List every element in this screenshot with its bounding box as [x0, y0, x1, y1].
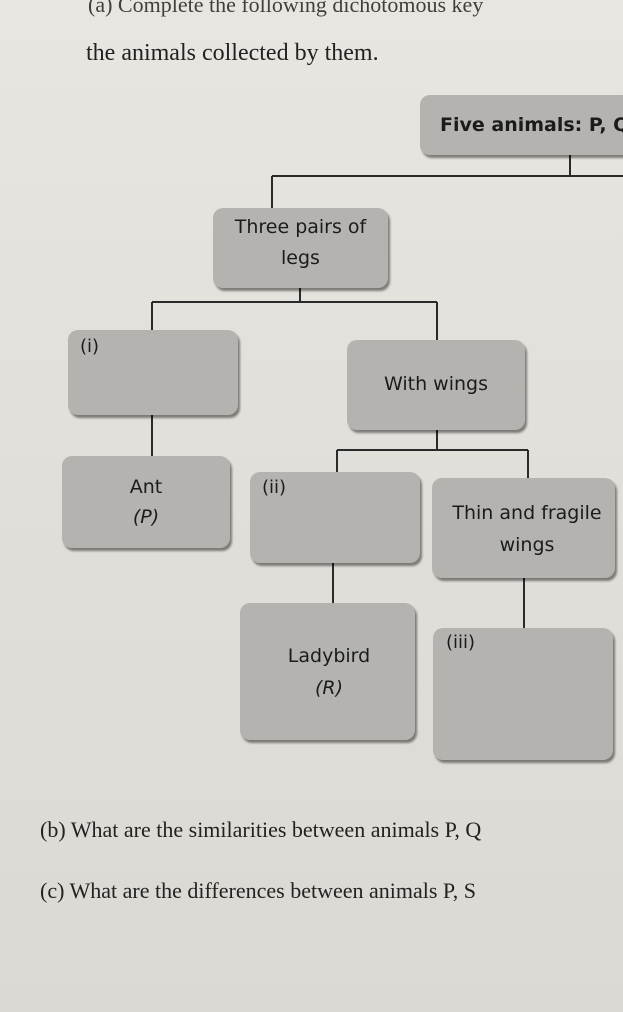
- key-root-text: Five animals: P, Q: [440, 114, 623, 136]
- key-blank-i-label: (i): [80, 336, 100, 357]
- key-blank-iii-label: (iii): [446, 632, 476, 653]
- key-blank-ii-label: (ii): [262, 477, 287, 498]
- key-wings-box: [347, 340, 525, 430]
- key-thin-wings-text-2: wings: [499, 534, 555, 556]
- key-ant-code: (P): [132, 506, 160, 528]
- key-root-box: [420, 95, 623, 155]
- key-wings-text: With wings: [384, 373, 488, 395]
- question-a-line1: (a) Complete the following dichotomous k…: [88, 0, 484, 17]
- key-blank-i-box[interactable]: [68, 330, 238, 415]
- key-ladybird-box: [240, 603, 415, 740]
- key-thin-wings-text-1: Thin and fragile: [452, 502, 602, 524]
- key-ant-text: Ant: [129, 476, 163, 498]
- key-ant-box: [62, 456, 230, 548]
- key-blank-ii-box[interactable]: [250, 472, 420, 563]
- key-blank-iii-box[interactable]: [433, 628, 613, 760]
- question-b: (b) What are the similarities between an…: [40, 817, 482, 842]
- key-thin-wings-box: [432, 478, 615, 578]
- question-c: (c) What are the differences between ani…: [40, 878, 476, 903]
- key-legs-text-1: Three pairs of: [234, 216, 367, 238]
- key-ladybird-text: Ladybird: [287, 645, 371, 667]
- key-legs-text-2: legs: [281, 247, 320, 269]
- question-a-line2: the animals collected by them.: [86, 40, 379, 66]
- key-ladybird-code: (R): [314, 677, 344, 699]
- key-legs-box: [213, 208, 388, 288]
